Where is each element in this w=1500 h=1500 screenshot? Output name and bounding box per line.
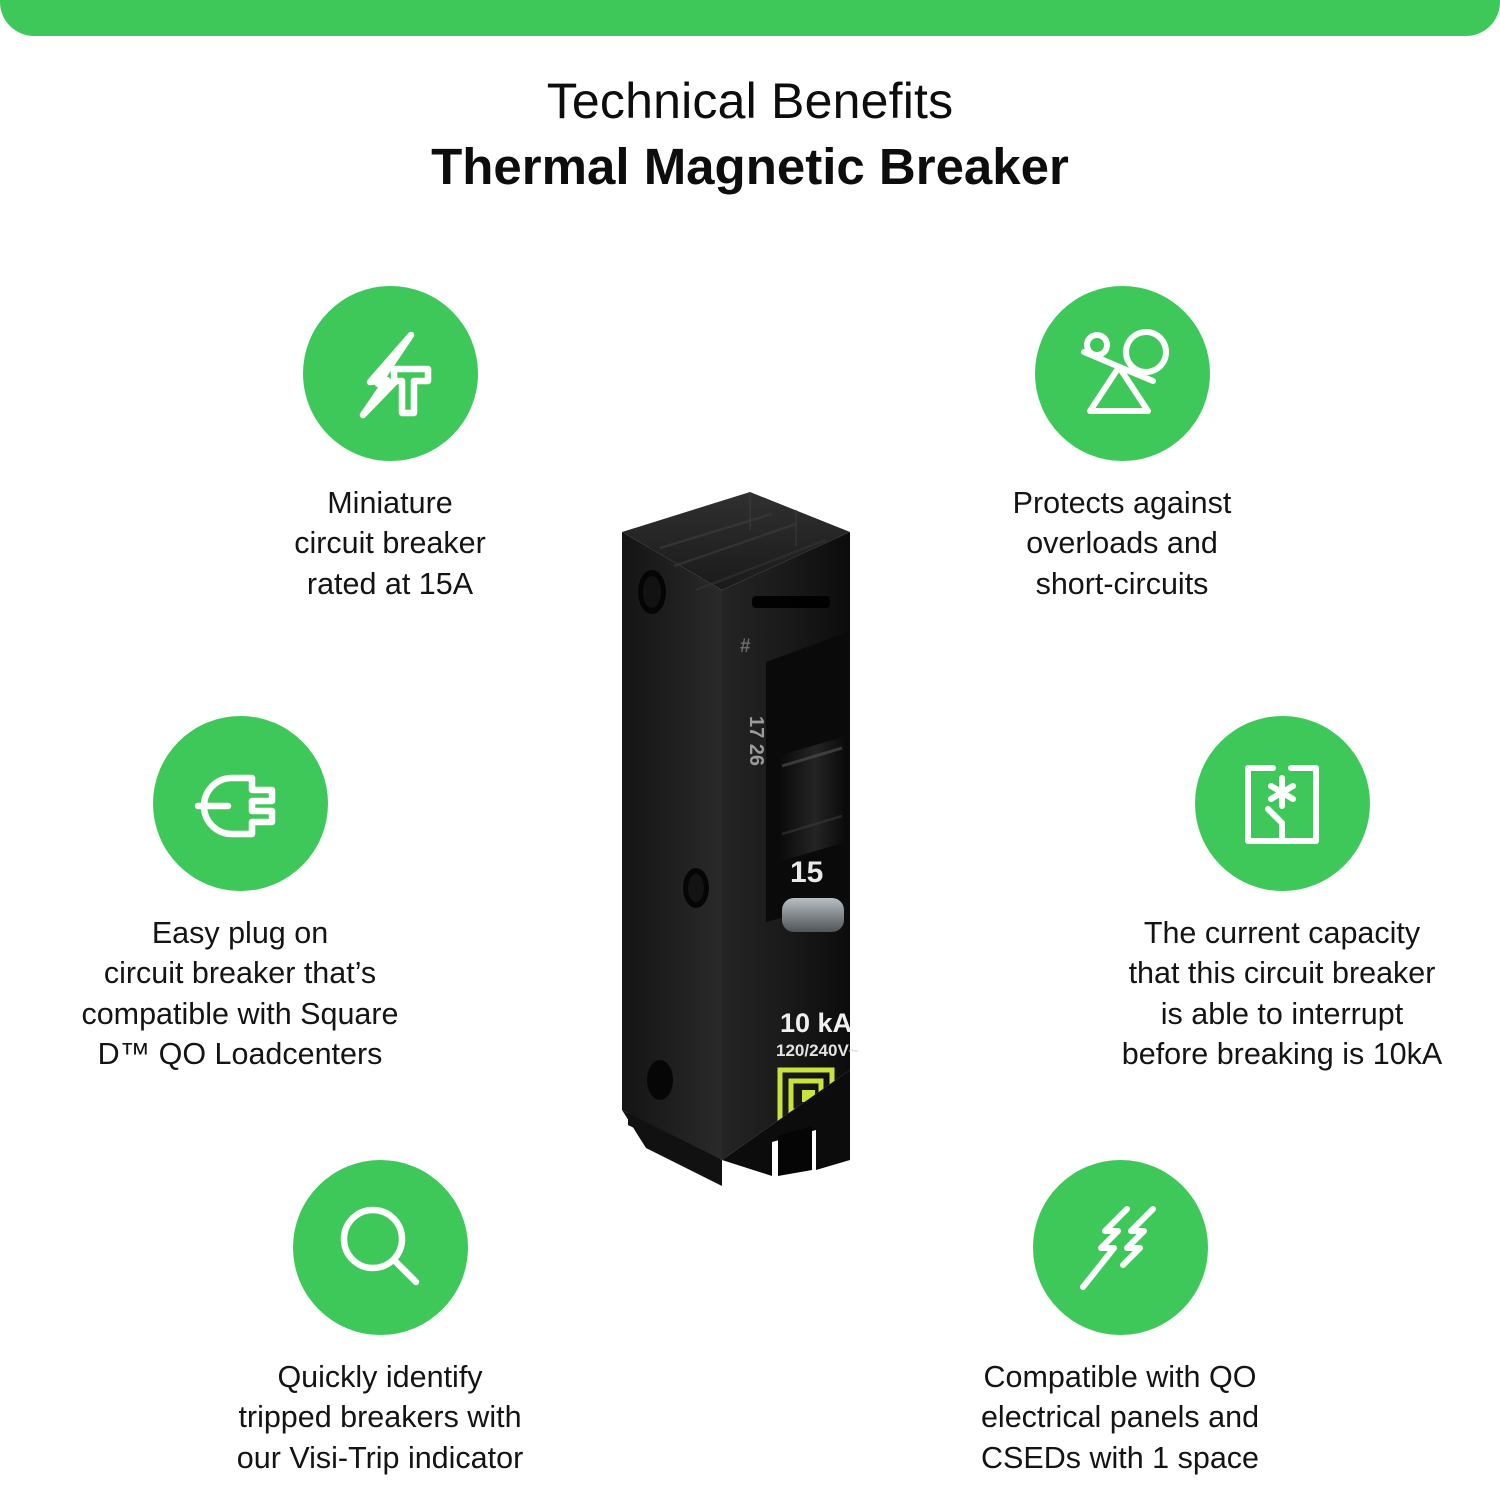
benefit-caption-interrupt-capacity: The current capacity that this circuit b… [1121,916,1443,1071]
panel-breaking-icon [1227,749,1337,859]
benefit-item-compatibility: Compatible with QO electrical panels and… [910,1160,1330,1478]
icon-badge-interrupt-capacity [1194,716,1370,891]
icon-badge-protection [1034,286,1210,461]
benefit-caption-rating: Miniature circuit breaker rated at 15A [294,486,486,601]
benefit-item-interrupt-capacity: The current capacity that this circuit b… [1072,716,1492,1074]
plug-icon [180,749,300,859]
benefit-caption-protection: Protects against overloads and short-cir… [1012,486,1232,601]
benefit-item-visi-trip: Quickly identify tripped breakers with o… [170,1160,590,1478]
icon-badge-rating [302,286,478,461]
product-amp-rating: 15 [790,856,823,889]
product-image-breaker: # 17 26 I/ON 15 10 kA 120/240V~ [600,470,940,1210]
product-interrupt-rating: 10 kA [780,1008,852,1038]
thermal-magnetic-bolt-icon [335,319,445,429]
icon-badge-visi-trip [292,1160,468,1335]
benefit-item-protection: Protects against overloads and short-cir… [912,286,1332,604]
double-bolt-icon [1065,1193,1175,1303]
product-voltage-rating: 120/240V~ [776,1041,859,1060]
icon-badge-compatibility [1032,1160,1208,1335]
benefit-item-rating: Miniature circuit breaker rated at 15A [180,286,600,604]
page-title: Thermal Magnetic Breaker [431,138,1069,195]
overload-balance-icon [1067,319,1177,429]
product-hash-mark: # [740,636,751,657]
page-header: Technical Benefits Thermal Magnetic Brea… [0,72,1500,197]
top-accent-bar [0,0,1500,36]
product-date-code: 17 26 [745,716,767,766]
icon-badge-plug-on [152,716,328,891]
benefit-item-plug-on: Easy plug on circuit breaker that’s comp… [30,716,450,1074]
benefit-caption-plug-on: Easy plug on circuit breaker that’s comp… [81,916,399,1071]
magnifier-icon [325,1193,435,1303]
benefit-caption-visi-trip: Quickly identify tripped breakers with o… [236,1360,524,1475]
page-eyebrow: Technical Benefits [546,73,954,129]
product-visi-trip-window [782,898,844,932]
benefit-caption-compatibility: Compatible with QO electrical panels and… [980,1360,1260,1475]
